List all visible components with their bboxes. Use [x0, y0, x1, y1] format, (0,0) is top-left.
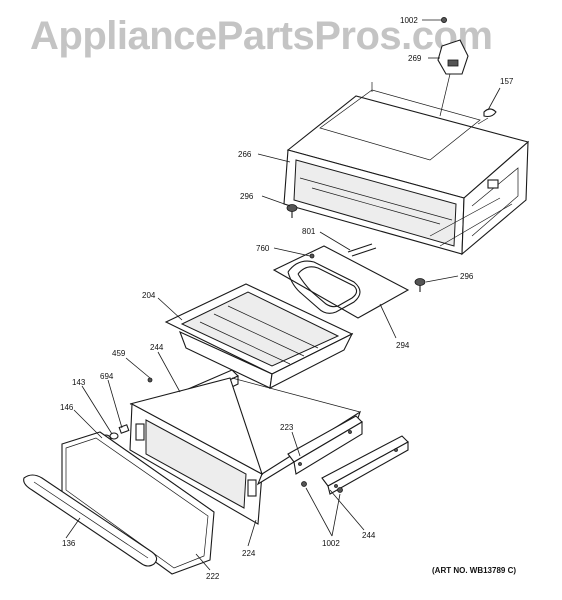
- callout-222: 222: [206, 572, 220, 581]
- callout-244-lower: 244: [362, 531, 376, 540]
- bracket-269: [437, 39, 469, 117]
- shield-760: [309, 253, 315, 259]
- callout-294: 294: [396, 341, 410, 350]
- callout-1002-top: 1002: [400, 16, 418, 25]
- bake-element-294: [272, 243, 410, 319]
- callout-296-left: 296: [240, 192, 254, 201]
- broiler-pan-204: [164, 283, 354, 389]
- callout-296-right: 296: [460, 272, 474, 281]
- callout-760: 760: [256, 244, 270, 253]
- leader-lines: [65, 19, 501, 571]
- callout-136: 136: [62, 539, 76, 548]
- callout-459: 459: [112, 349, 126, 358]
- watermark-logo: AppliancePartsPros.com: [30, 14, 493, 58]
- spacer-694: [118, 424, 130, 434]
- clip-143: [109, 432, 119, 440]
- screw-296-right: [414, 278, 426, 292]
- callout-223: 223: [280, 423, 294, 432]
- callout-269: 269: [408, 54, 422, 63]
- screw-296-left: [286, 204, 298, 218]
- callout-266: 266: [238, 150, 252, 159]
- callout-801: 801: [302, 227, 316, 236]
- callout-143: 143: [72, 378, 86, 387]
- screw-1002-bottom-a: [301, 481, 307, 487]
- callout-146: 146: [60, 403, 74, 412]
- callout-157: 157: [500, 77, 514, 86]
- callout-1002-bottom: 1002: [322, 539, 340, 548]
- screw-1002-bottom-b: [337, 487, 343, 493]
- art-number: (ART NO. WB13789 C): [432, 566, 517, 575]
- handle-136: [23, 474, 158, 567]
- callout-labels: 1002 269 157 266 296 801 760 296 204 294…: [60, 16, 514, 581]
- screw-1002-top: [440, 16, 447, 23]
- drawer-rail-244-lower: [321, 435, 409, 495]
- callout-694: 694: [100, 372, 114, 381]
- sensor-157: [477, 108, 497, 125]
- callout-244-upper: 244: [150, 343, 164, 352]
- callout-224: 224: [242, 549, 256, 558]
- callout-204: 204: [142, 291, 156, 300]
- screw-459: [147, 377, 153, 383]
- drawer-rail-223: [287, 415, 363, 475]
- oven-body-266: [283, 82, 530, 256]
